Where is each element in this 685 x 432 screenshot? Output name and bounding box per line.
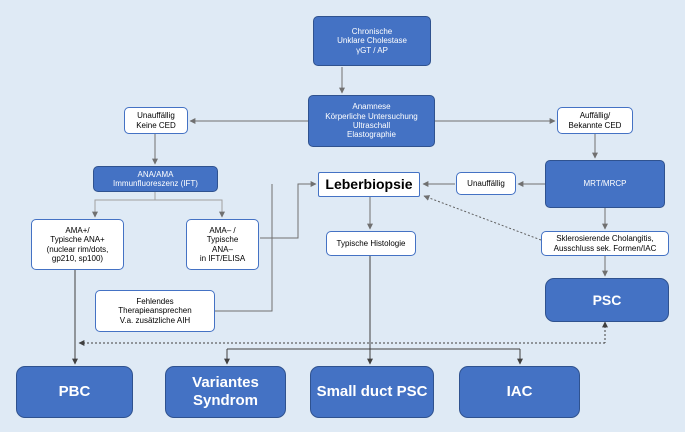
node-ama-plus: AMA+/ Typische ANA+ (nuclear rim/dots, g… bbox=[31, 219, 124, 270]
node-pbc: PBC bbox=[16, 366, 133, 418]
node-ana-ama: ANA/AMA Immunfluoreszenz (IFT) bbox=[93, 166, 218, 192]
node-anamnese: Anamnese Körperliche Untersuchung Ultras… bbox=[308, 95, 435, 147]
node-variantes-syndrom: Variantes Syndrom bbox=[165, 366, 286, 418]
node-fehlendes-therapieansprechen: Fehlendes Therapieansprechen V.a. zusätz… bbox=[95, 290, 215, 332]
edge-ama-minus-leberbiopsie bbox=[260, 181, 317, 239]
node-mrt-mrcp: MRT/MRCP bbox=[545, 160, 665, 208]
edge-ana-ama-minus bbox=[155, 199, 225, 218]
node-psc: PSC bbox=[545, 278, 669, 322]
node-unauffaellig-keine-ced: Unauffällig Keine CED bbox=[124, 107, 188, 134]
edge-fehlendes-leberbiopsie bbox=[215, 184, 273, 312]
node-small-duct-psc: Small duct PSC bbox=[310, 366, 434, 418]
node-typische-histologie: Typische Histologie bbox=[326, 231, 416, 256]
node-leberbiopsie: Leberbiopsie bbox=[318, 172, 420, 197]
node-iac: IAC bbox=[459, 366, 580, 418]
node-auffaellig-bekannte-ced: Auffällig/ Bekannte CED bbox=[557, 107, 633, 134]
node-ama-minus: AMA– / Typische ANA– in IFT/ELISA bbox=[186, 219, 259, 270]
node-chronische-cholestase: Chronische Unklare Cholestase γGT / AP bbox=[313, 16, 431, 66]
edge-sklerosierende-leberbiopsie bbox=[423, 195, 542, 241]
node-sklerosierende-cholangitis: Sklerosierende Cholangitis, Ausschluss s… bbox=[541, 231, 669, 256]
node-unauffaellig: Unauffällig bbox=[456, 172, 516, 195]
edge-ana-ama-split bbox=[92, 192, 156, 218]
